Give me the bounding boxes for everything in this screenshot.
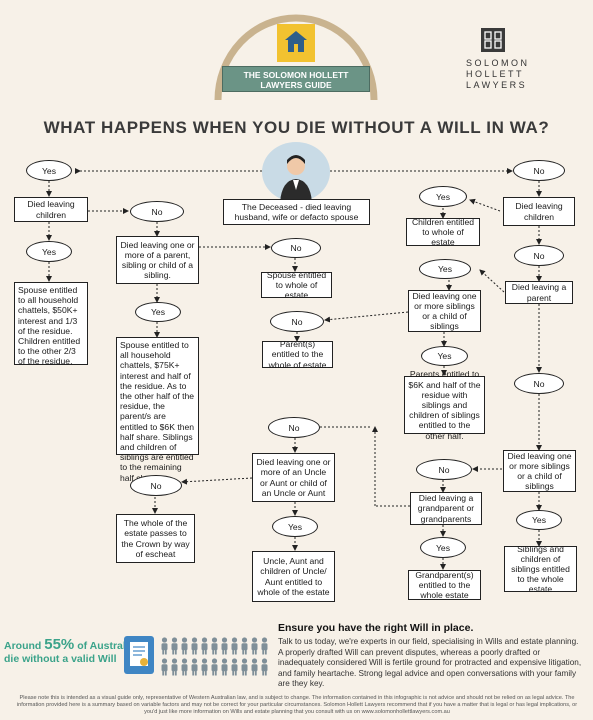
- house-logo-icon: [277, 24, 315, 62]
- page-title: WHAT HAPPENS WHEN YOU DIE WITHOUT A WILL…: [43, 118, 550, 137]
- left-died-leaving-children: Died leaving children: [14, 197, 88, 222]
- right-no-siblings: No: [270, 311, 324, 332]
- left-spouse-children-result: Spouse entitled to all household chattel…: [14, 282, 88, 366]
- right-died-leaving-parent: Died leaving a parent: [505, 281, 573, 304]
- cta-body: Talk to us today, we're experts in our f…: [278, 637, 582, 689]
- parents-siblings-result: Parents entitled to $6K and half of the …: [404, 369, 485, 441]
- fine-print: Please note this is intended as a visual…: [16, 695, 578, 715]
- header-arch: [214, 14, 378, 101]
- person-icon: [200, 637, 210, 655]
- left-yes-top: Yes: [26, 160, 72, 181]
- deceased-avatar: [262, 142, 330, 202]
- left-spouse-parent-result: Spouse entitled to all household chattel…: [116, 337, 199, 483]
- children-whole-estate: Children entitled to whole of estate: [406, 217, 480, 247]
- right-yes-uncle: Yes: [272, 516, 318, 537]
- person-icon: [260, 658, 270, 676]
- brand-logo-icon: [481, 28, 505, 52]
- grandparent-whole-estate: Grandparent(s) entitled to the whole est…: [408, 570, 481, 600]
- parents-whole-estate: Parent(s) entitled to the whole of estat…: [262, 339, 333, 370]
- right-grandparent-question: Died leaving a grandparent or grandparen…: [410, 492, 482, 525]
- person-icon: [180, 658, 190, 676]
- crown-escheat: The whole of the estate passes to the Cr…: [116, 514, 195, 563]
- right-yes-siblings-2: Yes: [516, 510, 562, 530]
- right-died-leaving-children: Died leaving children: [503, 197, 575, 226]
- person-icon: [230, 658, 240, 676]
- person-icon: [240, 637, 250, 655]
- left-no-children: No: [130, 201, 184, 222]
- right-siblings-question: Died leaving one or more siblings or a c…: [503, 450, 576, 492]
- right-no-uncle: No: [130, 475, 182, 496]
- spouse-whole-estate: Spouse entitled to whole of estate: [261, 270, 332, 300]
- left-died-leaving-parent-sibling: Died leaving one or more of a parent, si…: [116, 236, 199, 284]
- people-icons: [160, 637, 272, 677]
- person-icon: [160, 637, 170, 655]
- person-icon: [220, 637, 230, 655]
- right-yes-grandparent: Yes: [420, 537, 466, 558]
- left-no-parent-sibling: No: [271, 238, 321, 258]
- person-icon: [220, 658, 230, 676]
- right-parent-siblings-question: Died leaving one or more siblings or a c…: [408, 290, 481, 332]
- siblings-whole-estate: Siblings and children of siblings entitl…: [504, 544, 577, 594]
- left-yes-children: Yes: [26, 241, 72, 262]
- brand-name: SOLOMON HOLLETT LAWYERS: [466, 58, 530, 90]
- right-no-parent: No: [514, 373, 564, 394]
- left-yes-parent-sibling: Yes: [135, 302, 181, 322]
- person-icon: [260, 637, 270, 655]
- person-icon: [240, 658, 250, 676]
- person-icon: [160, 658, 170, 676]
- right-yes-parent: Yes: [419, 259, 471, 279]
- uncle-aunt-whole-estate: Uncle, Aunt and children of Uncle/ Aunt …: [252, 551, 335, 602]
- person-icon: [170, 637, 180, 655]
- person-icon: [170, 658, 180, 676]
- person-icon: [250, 637, 260, 655]
- uncle-aunt-question: Died leaving one or more of an Uncle or …: [252, 453, 335, 502]
- right-no-grandparent: No: [268, 417, 320, 438]
- person-icon: [210, 658, 220, 676]
- right-no-siblings-2: No: [416, 459, 472, 480]
- right-yes-children: Yes: [419, 186, 467, 207]
- right-no-children: No: [514, 245, 564, 266]
- deceased-box: The Deceased - died leaving husband, wif…: [223, 199, 370, 225]
- cta-title: Ensure you have the right Will in place.: [278, 622, 474, 634]
- person-icon: [210, 637, 220, 655]
- person-icon: [190, 637, 200, 655]
- person-icon: [190, 658, 200, 676]
- right-no-top: No: [513, 160, 565, 181]
- person-icon: [200, 658, 210, 676]
- right-yes-siblings: Yes: [421, 346, 468, 366]
- person-icon: [180, 637, 190, 655]
- person-icon: [250, 658, 260, 676]
- will-document-icon: [124, 636, 154, 674]
- guide-banner: THE SOLOMON HOLLETT LAWYERS GUIDE: [222, 66, 370, 92]
- person-icon: [230, 637, 240, 655]
